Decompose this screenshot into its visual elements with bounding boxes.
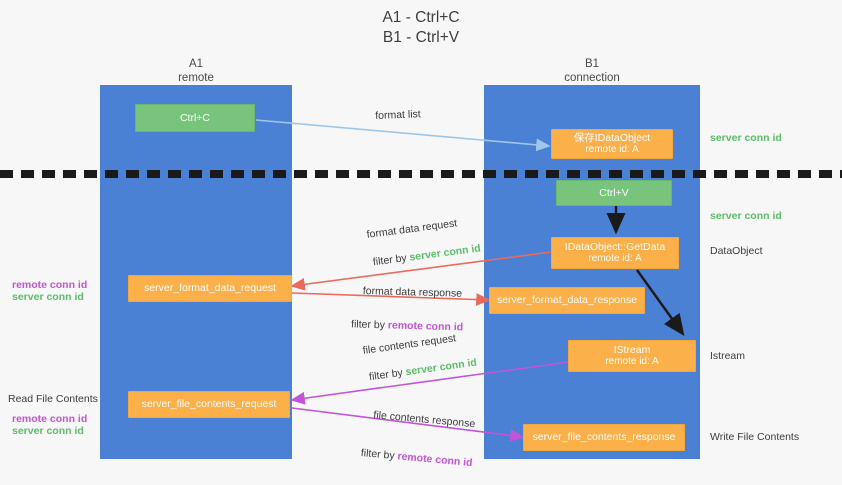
filter-prefix: filter by [372,251,411,269]
box-server-file-contents-request-label: server_file_contents_request [141,398,277,411]
box-ctrl-v[interactable]: Ctrl+V [556,180,672,206]
diagram-title: A1 - Ctrl+C B1 - Ctrl+V [382,9,460,46]
annotation-left-server-conn-id-1: server conn id [12,291,84,303]
filter-prefix: filter by [368,366,407,384]
column-header-a1: A1 remote [178,58,214,84]
box-save-idataobject[interactable]: 保存IDataObject remote id: A [551,129,673,159]
box-istream[interactable]: IStream remote id: A [568,340,696,372]
timeline-divider [0,170,842,178]
annotation-left-read-file-contents: Read File Contents [8,393,98,405]
box-ctrl-v-label: Ctrl+V [599,186,629,199]
box-idataobject-getdata-line2: remote id: A [588,253,642,264]
box-server-format-data-request[interactable]: server_format_data_request [128,275,292,302]
box-server-file-contents-response[interactable]: server_file_contents_response [523,424,685,451]
remote-conn-id-value: remote conn id [387,319,464,334]
arrow-label-format-list: format list [375,108,421,122]
arrow-label-format-data-response: format data response [362,285,463,300]
annotation-left-remote-conn-id-2: remote conn id [12,413,88,425]
filter-prefix: filter by [360,447,399,463]
filter-prefix: filter by [350,318,389,332]
arrow-label-file-contents-response-filter: filter by remote conn id [347,433,474,483]
annotation-right-server-conn-id-2: server conn id [710,210,782,222]
box-server-format-data-response-label: server_format_data_response [496,294,638,307]
server-conn-id-value: server conn id [404,356,478,379]
box-idataobject-getdata-line1: IDataObject::GetData [564,240,666,253]
box-save-idataobject-line1: 保存IDataObject [573,131,651,144]
box-istream-line1: IStream [613,343,651,356]
box-server-file-contents-response-label: server_file_contents_response [532,431,676,444]
box-ctrl-c-label: Ctrl+C [179,111,211,124]
box-server-format-data-response[interactable]: server_format_data_response [489,287,645,314]
box-ctrl-c[interactable]: Ctrl+C [135,104,255,132]
annotation-right-server-conn-id-1: server conn id [710,132,782,144]
box-istream-line2: remote id: A [605,356,659,367]
arrow-label-file-contents-response: file contents response [372,409,476,431]
box-server-file-contents-request[interactable]: server_file_contents_request [128,391,290,418]
annotation-right-istream: Istream [710,350,746,362]
remote-conn-id-value: remote conn id [396,450,474,470]
server-conn-id-value: server conn id [408,242,482,264]
annotation-left-server-conn-id-2: server conn id [12,425,84,437]
box-save-idataobject-line2: remote id: A [585,144,639,155]
box-idataobject-getdata[interactable]: IDataObject::GetData remote id: A [551,237,679,269]
column-header-b1: B1 connection [564,58,620,84]
annotation-right-dataobject: DataObject [710,245,763,257]
annotation-right-write-file-contents: Write File Contents [710,431,800,443]
annotation-left-remote-conn-id-1: remote conn id [12,279,88,291]
box-server-format-data-request-label: server_format_data_request [144,282,276,295]
